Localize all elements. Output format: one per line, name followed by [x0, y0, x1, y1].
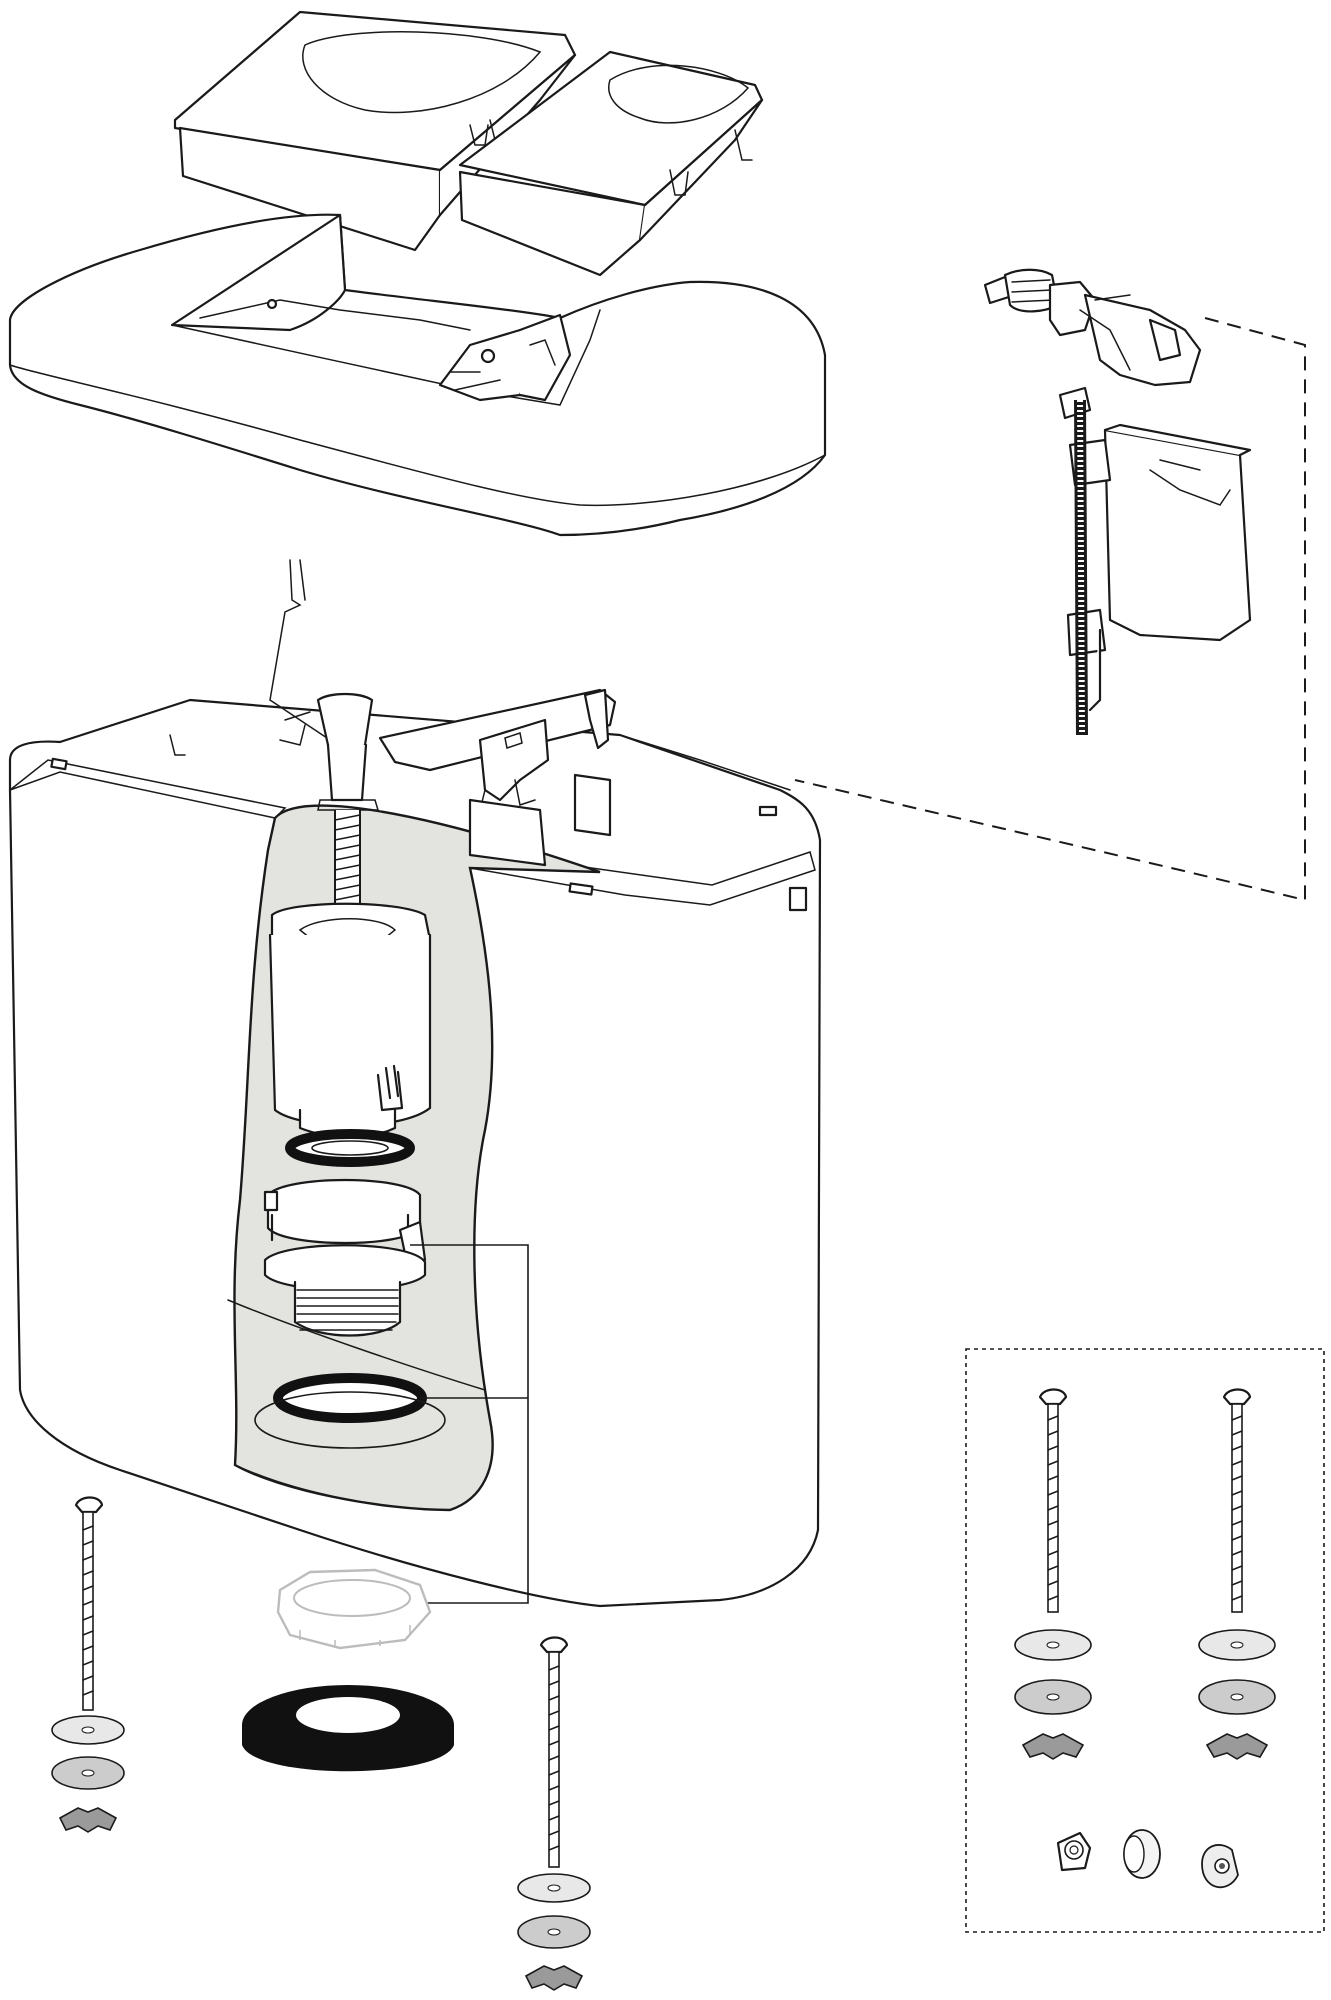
bolt-set-center	[517, 1636, 591, 1991]
mounting-hardware-kit	[965, 1348, 1325, 1933]
bolt-set-left	[51, 1496, 125, 1833]
outlet-nut	[276, 1568, 432, 1650]
flush-valve	[268, 559, 432, 1167]
tank-to-bowl-gasket	[242, 1685, 454, 1772]
kit-bolt-left	[1014, 1388, 1092, 1760]
flush-button-right	[458, 50, 764, 277]
fill-valve-placement-line	[794, 317, 1306, 902]
fill-valve	[983, 268, 1252, 736]
lid-lever-mechanism	[438, 313, 572, 402]
leader-line-outlet	[410, 1244, 529, 1604]
kit-bolt-right	[1198, 1388, 1276, 1760]
cistern-lid	[8, 213, 827, 537]
kit-small-fittings	[1056, 1829, 1239, 1889]
